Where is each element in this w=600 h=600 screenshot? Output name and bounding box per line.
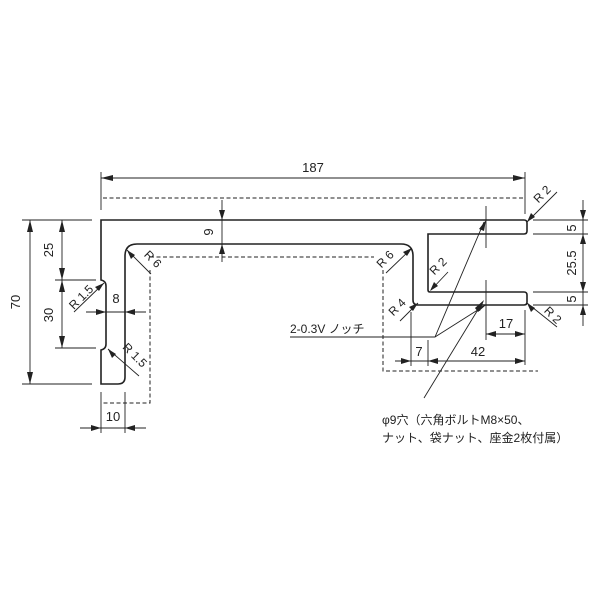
dim-187-line bbox=[100, 172, 526, 214]
notch-note: 2-0.3V ノッチ bbox=[290, 322, 364, 336]
dim-5-top: 5 bbox=[564, 224, 579, 231]
arrow bbox=[91, 425, 135, 431]
hole-note-line1: φ9穴（六角ボルトM8×50、 bbox=[382, 412, 529, 427]
hole-note-line2: ナット、袋ナット、座金2枚付属） bbox=[382, 430, 568, 445]
dim-7-42-lines bbox=[395, 312, 525, 366]
dim-10: 10 bbox=[106, 409, 120, 424]
radius-top-end: R 2 bbox=[531, 182, 554, 205]
arrow bbox=[475, 300, 484, 311]
radius-leaders bbox=[73, 191, 558, 377]
arrow bbox=[486, 331, 525, 337]
dim-70: 70 bbox=[8, 295, 23, 309]
notch-leader bbox=[290, 221, 485, 338]
hole-leader bbox=[423, 302, 483, 399]
dim-25: 25 bbox=[41, 243, 56, 257]
radius-bottom-end: R 2 bbox=[541, 304, 564, 327]
dim-30: 30 bbox=[41, 308, 56, 322]
dim-8: 8 bbox=[112, 291, 119, 306]
dim-7: 7 bbox=[415, 344, 422, 359]
dim-5-bottom: 5 bbox=[564, 295, 579, 302]
radius-notch-top: R 1.5 bbox=[66, 282, 96, 312]
dim-187: 187 bbox=[302, 160, 324, 175]
dim-right-lines bbox=[533, 200, 588, 326]
arrow bbox=[96, 309, 135, 315]
dim-9: 9 bbox=[201, 228, 216, 235]
hole-center-lines bbox=[485, 206, 526, 365]
dim-42: 42 bbox=[471, 344, 485, 359]
dim-25-5: 25.5 bbox=[564, 250, 579, 275]
profile-outline bbox=[100, 219, 528, 385]
phantom-inner bbox=[101, 256, 538, 404]
radius-inner-right: R 6 bbox=[374, 247, 397, 270]
dim-left-lines bbox=[22, 219, 96, 385]
dim-17: 17 bbox=[499, 316, 513, 331]
arrow bbox=[219, 210, 225, 254]
